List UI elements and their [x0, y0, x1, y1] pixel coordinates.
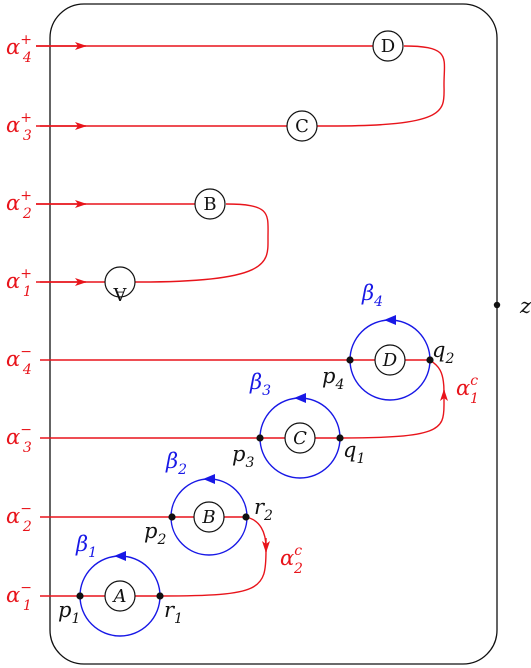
label-p2: p2 [144, 519, 166, 548]
svg-text:A: A [112, 586, 127, 607]
svg-text:A: A [113, 283, 128, 304]
svg-text:C: C [293, 428, 307, 449]
point-r1 [156, 592, 164, 600]
top-circle-d: D [372, 30, 404, 62]
point-z [493, 301, 501, 309]
bottom-circle-c: C [284, 422, 316, 454]
svg-text:B: B [201, 507, 215, 528]
label-z: z [519, 294, 531, 318]
curve-alpha-1-c [339, 404, 445, 439]
svg-text:D: D [381, 36, 395, 57]
svg-text:C: C [295, 116, 309, 137]
label-q1: q1 [343, 438, 365, 467]
label-beta-4: β4 [361, 281, 383, 310]
point-p3 [256, 434, 264, 442]
label-alpha-4-minus: α−4 [6, 344, 32, 378]
label-p3: p3 [232, 442, 254, 471]
left-labels: α+4 α+3 α+2 α+1 α−4 α−3 α−2 α−1 [6, 32, 32, 614]
bottom-circle-a: A [104, 580, 136, 612]
curve-alpha-2-c [245, 516, 267, 549]
surface-frame [49, 3, 498, 665]
label-alpha-3-minus: α−3 [6, 422, 32, 456]
label-p1: p1 [58, 598, 80, 627]
label-beta-1: β1 [75, 532, 97, 561]
label-beta-3: β3 [249, 370, 271, 399]
label-r2: r2 [254, 495, 273, 524]
point-r2 [242, 513, 250, 521]
label-alpha-3-plus: α+3 [6, 110, 32, 144]
top-circle-c: C [286, 110, 318, 142]
top-circle-b: B [194, 188, 226, 220]
label-alpha-1-plus: α+1 [6, 266, 32, 300]
label-p4: p4 [322, 364, 344, 393]
top-circle-a: A [104, 266, 136, 304]
point-q2 [426, 356, 434, 364]
point-q1 [336, 434, 344, 442]
label-q2: q2 [432, 338, 454, 367]
curve-alpha-1-plus [40, 203, 269, 283]
label-alpha-2-plus: α+2 [6, 188, 32, 222]
label-beta-2: β2 [165, 449, 187, 478]
label-alpha-2-minus: α−2 [6, 501, 32, 535]
point-p1 [76, 592, 84, 600]
svg-text:B: B [203, 194, 216, 215]
label-alpha-4-plus: α+4 [6, 32, 32, 66]
label-alpha-1-minus: α−1 [6, 580, 32, 614]
bottom-circle-b: B [193, 501, 225, 533]
bottom-circle-d: D [374, 344, 406, 376]
point-p4 [346, 356, 354, 364]
svg-text:D: D [382, 350, 398, 371]
label-r1: r1 [164, 598, 183, 627]
curve-alpha-3-plus [40, 45, 446, 127]
point-p2 [168, 513, 176, 521]
